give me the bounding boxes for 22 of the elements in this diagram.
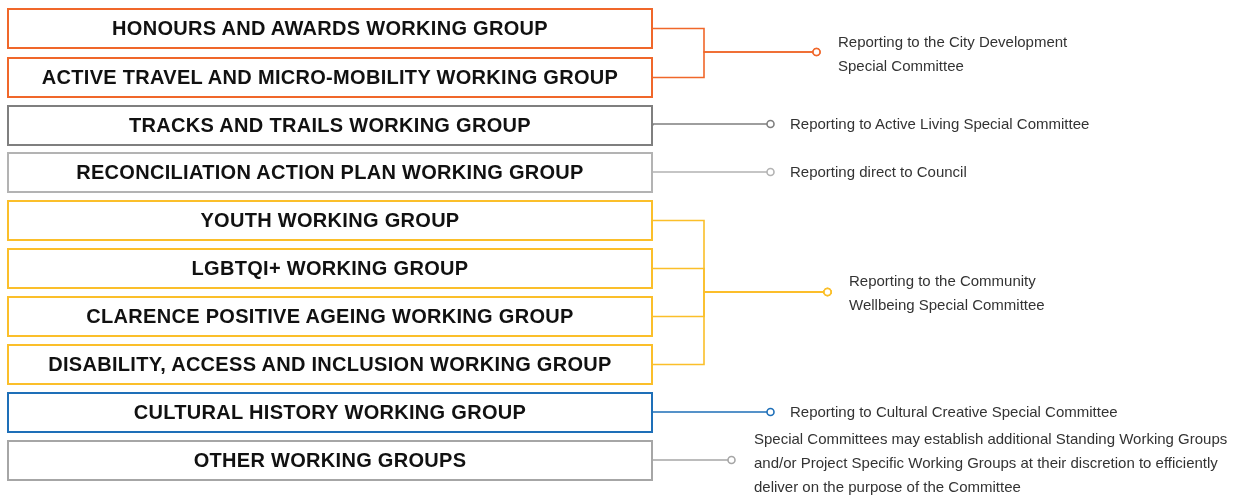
reporting-note: Reporting to the Community Wellbeing Special Committee [831, 269, 1091, 317]
connector-line [652, 287, 832, 366]
connector-line [652, 47, 821, 79]
working-group-box: ACTIVE TRAVEL AND MICRO-MOBILITY WORKING GROUP [7, 57, 653, 98]
connector-line [652, 119, 775, 129]
working-group-box: OTHER WORKING GROUPS [7, 440, 653, 481]
connector-line [652, 167, 775, 177]
working-group-box: DISABILITY, ACCESS AND INCLUSION WORKING GROUP [7, 344, 653, 385]
reporting-note: Reporting to Active Living Special Committee [774, 112, 1134, 136]
connector-line [652, 407, 775, 417]
reporting-note: Reporting to Cultural Creative Special Committee [774, 400, 1164, 424]
working-group-box: TRACKS AND TRAILS WORKING GROUP [7, 105, 653, 146]
reporting-note: Special Committees may establish additional Standing Working Groups and/or Project Specific Working Groups at their discretion to efficiently deliver on the purpose of the Committee [735, 427, 1247, 495]
reporting-note: Reporting direct to Council [774, 160, 1024, 184]
working-group-box: YOUTH WORKING GROUP [7, 200, 653, 241]
working-group-box: HONOURS AND AWARDS WORKING GROUP [7, 8, 653, 49]
reporting-note: Reporting to the City Development Special Committee [820, 30, 1120, 78]
working-group-box: RECONCILIATION ACTION PLAN WORKING GROUP [7, 152, 653, 193]
connector-line [652, 455, 736, 465]
working-group-box: LGBTQI+ WORKING GROUP [7, 248, 653, 289]
working-group-box: CLARENCE POSITIVE AGEING WORKING GROUP [7, 296, 653, 337]
working-group-box: CULTURAL HISTORY WORKING GROUP [7, 392, 653, 433]
